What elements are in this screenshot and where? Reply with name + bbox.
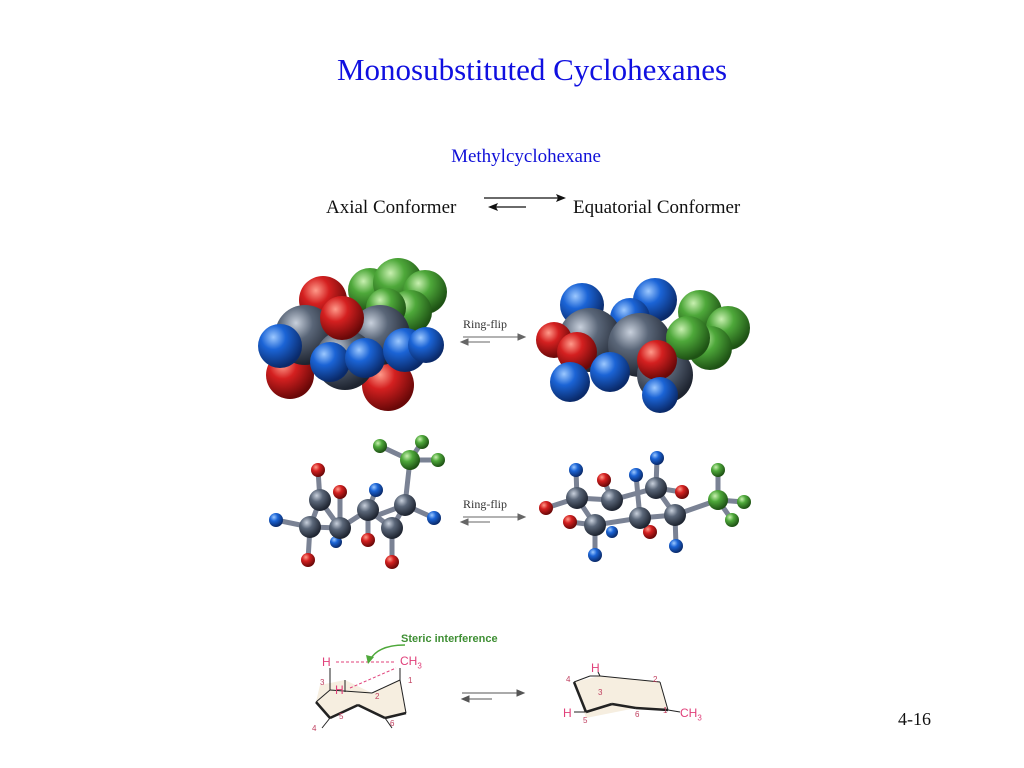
page-title: Monosubstituted Cyclohexanes: [336, 52, 728, 87]
axial-chair-number: 4: [312, 724, 317, 733]
axial-chair-h-mid: H: [335, 683, 344, 697]
equatorial-chair-h-top: H: [591, 661, 600, 675]
axial-space-filling-model: [258, 258, 447, 411]
equatorial-chair-ch3: CH3: [680, 706, 702, 723]
axial-chair-number: 1: [408, 676, 413, 685]
ring-flip-arrows-icon-2: [459, 513, 527, 526]
axial-chair-h-top: H: [322, 655, 331, 669]
ring-flip-label: Ring-flip: [463, 497, 507, 511]
equatorial-chair-drawing: [572, 671, 681, 718]
subtitle: Methylcyclohexane: [451, 146, 601, 167]
axial-conformer-label: Axial Conformer: [326, 197, 457, 218]
axial-chair-ch3: CH3: [400, 654, 422, 671]
axial-chair-number: 3: [320, 678, 325, 687]
equatorial-chair-number: 3: [598, 688, 603, 697]
equatorial-chair-number: 4: [566, 675, 571, 684]
equatorial-conformer-label: Equatorial Conformer: [573, 197, 741, 218]
ring-flip-arrows-icon-1: [459, 333, 527, 346]
equilibrium-arrows-icon: [484, 194, 566, 211]
chair-equilibrium-arrows-icon: [460, 689, 526, 703]
equatorial-ball-and-stick-atoms: [539, 451, 751, 562]
equatorial-chair-number: 5: [583, 716, 588, 725]
axial-chair-number: 2: [375, 692, 380, 701]
axial-chair-number: 5: [339, 712, 344, 721]
equatorial-chair-h-left: H: [563, 706, 572, 720]
axial-chair-number: 6: [390, 719, 395, 728]
equatorial-space-filling-model: [536, 278, 750, 413]
axial-chair-drawing: [315, 644, 407, 729]
equatorial-chair-number: 1: [663, 706, 668, 715]
page-number: 4-16: [898, 709, 931, 729]
equatorial-chair-number: 6: [635, 710, 640, 719]
ring-flip-label: Ring-flip: [463, 317, 507, 331]
axial-ball-and-stick-atoms: [269, 435, 445, 569]
equatorial-chair-number: 2: [653, 675, 658, 684]
steric-interference-label: Steric interference: [401, 633, 498, 645]
